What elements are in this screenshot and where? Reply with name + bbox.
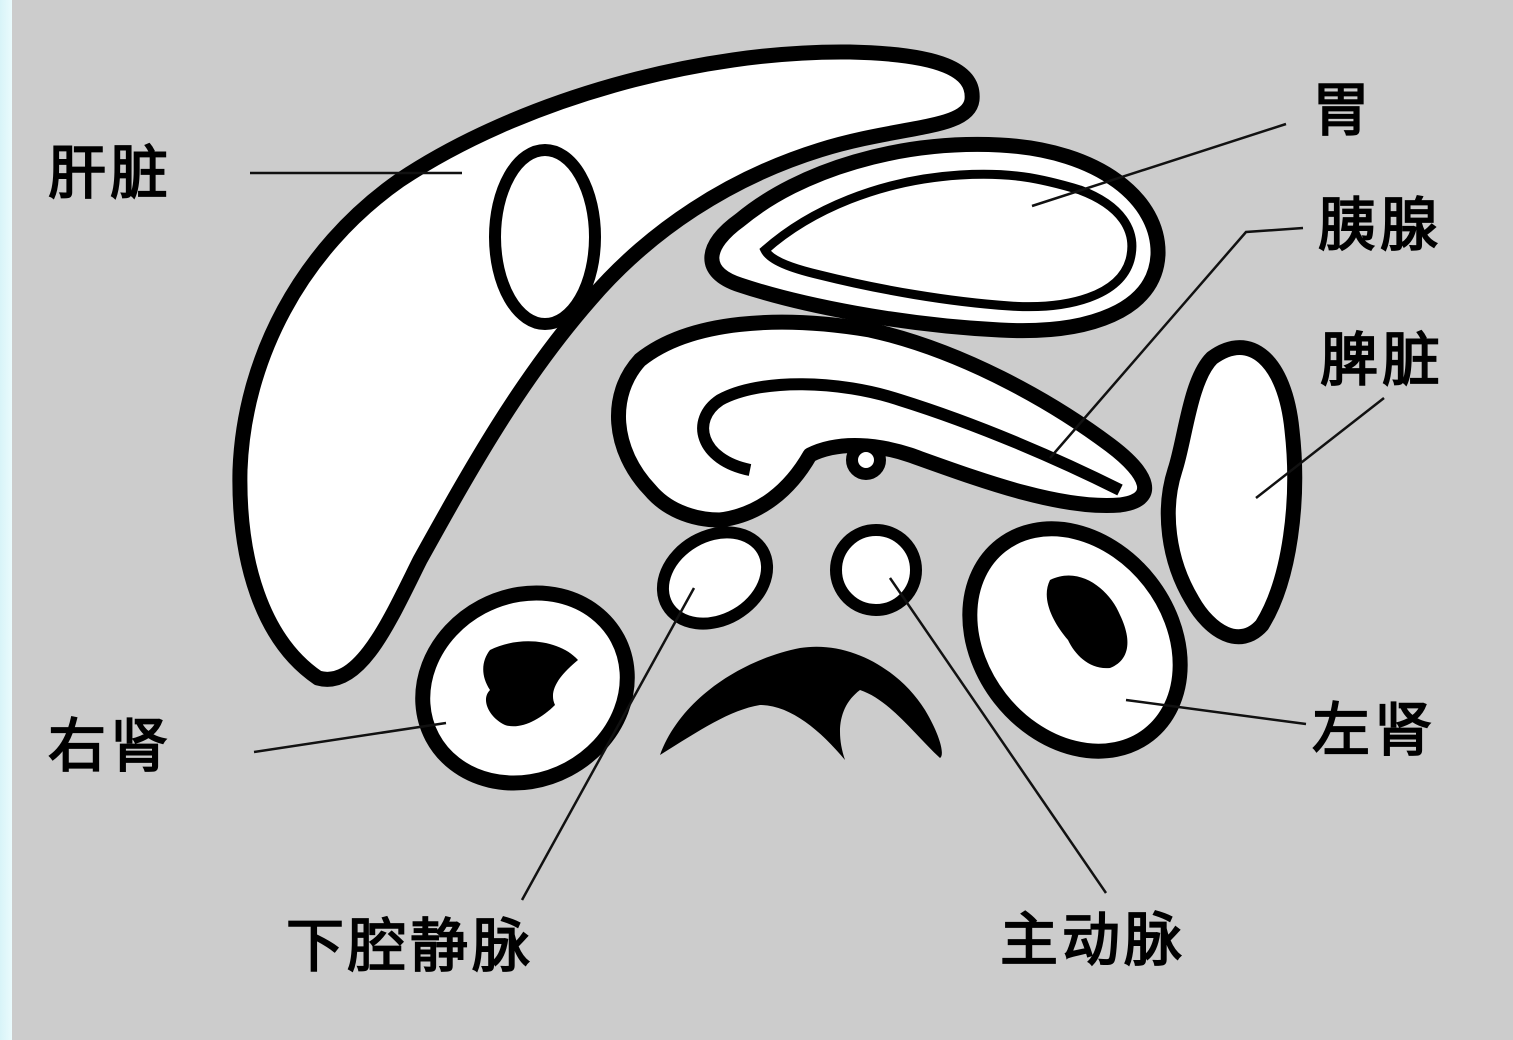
- liver: [232, 44, 980, 687]
- spleen-label: 脾脏: [1320, 326, 1444, 394]
- pancreas-leader: [1049, 226, 1304, 459]
- stomach-leader: [1031, 122, 1287, 208]
- ivc-leader: [520, 587, 696, 901]
- ivc-label: 下腔静脉: [286, 912, 534, 980]
- left-kidney-leader: [1125, 698, 1307, 726]
- left-kidney: [962, 521, 1188, 759]
- right-kidney: [415, 585, 635, 791]
- right-renal-pelvis: [483, 641, 578, 727]
- portal-vessel: [846, 440, 886, 480]
- inferior-vena-cava: [656, 526, 774, 630]
- pancreas-label: 胰腺: [1318, 191, 1442, 259]
- aorta-leader: [888, 577, 1108, 894]
- spleen: [1160, 340, 1303, 645]
- gallbladder: [489, 144, 601, 330]
- stomach: [704, 136, 1166, 339]
- aorta: [830, 524, 922, 616]
- left-renal-pelvis: [1046, 575, 1128, 669]
- spleen-leader: [1255, 397, 1385, 499]
- aorta-label: 主动脉: [1000, 906, 1186, 974]
- right-kidney-leader: [253, 721, 447, 754]
- stomach-label: 胃: [1312, 76, 1374, 144]
- right-kidney-label: 右肾: [48, 712, 172, 780]
- pancreas: [611, 314, 1153, 528]
- vertebra: [660, 646, 942, 760]
- liver-label: 肝脏: [48, 139, 172, 207]
- left-kidney-label: 左肾: [1312, 696, 1436, 764]
